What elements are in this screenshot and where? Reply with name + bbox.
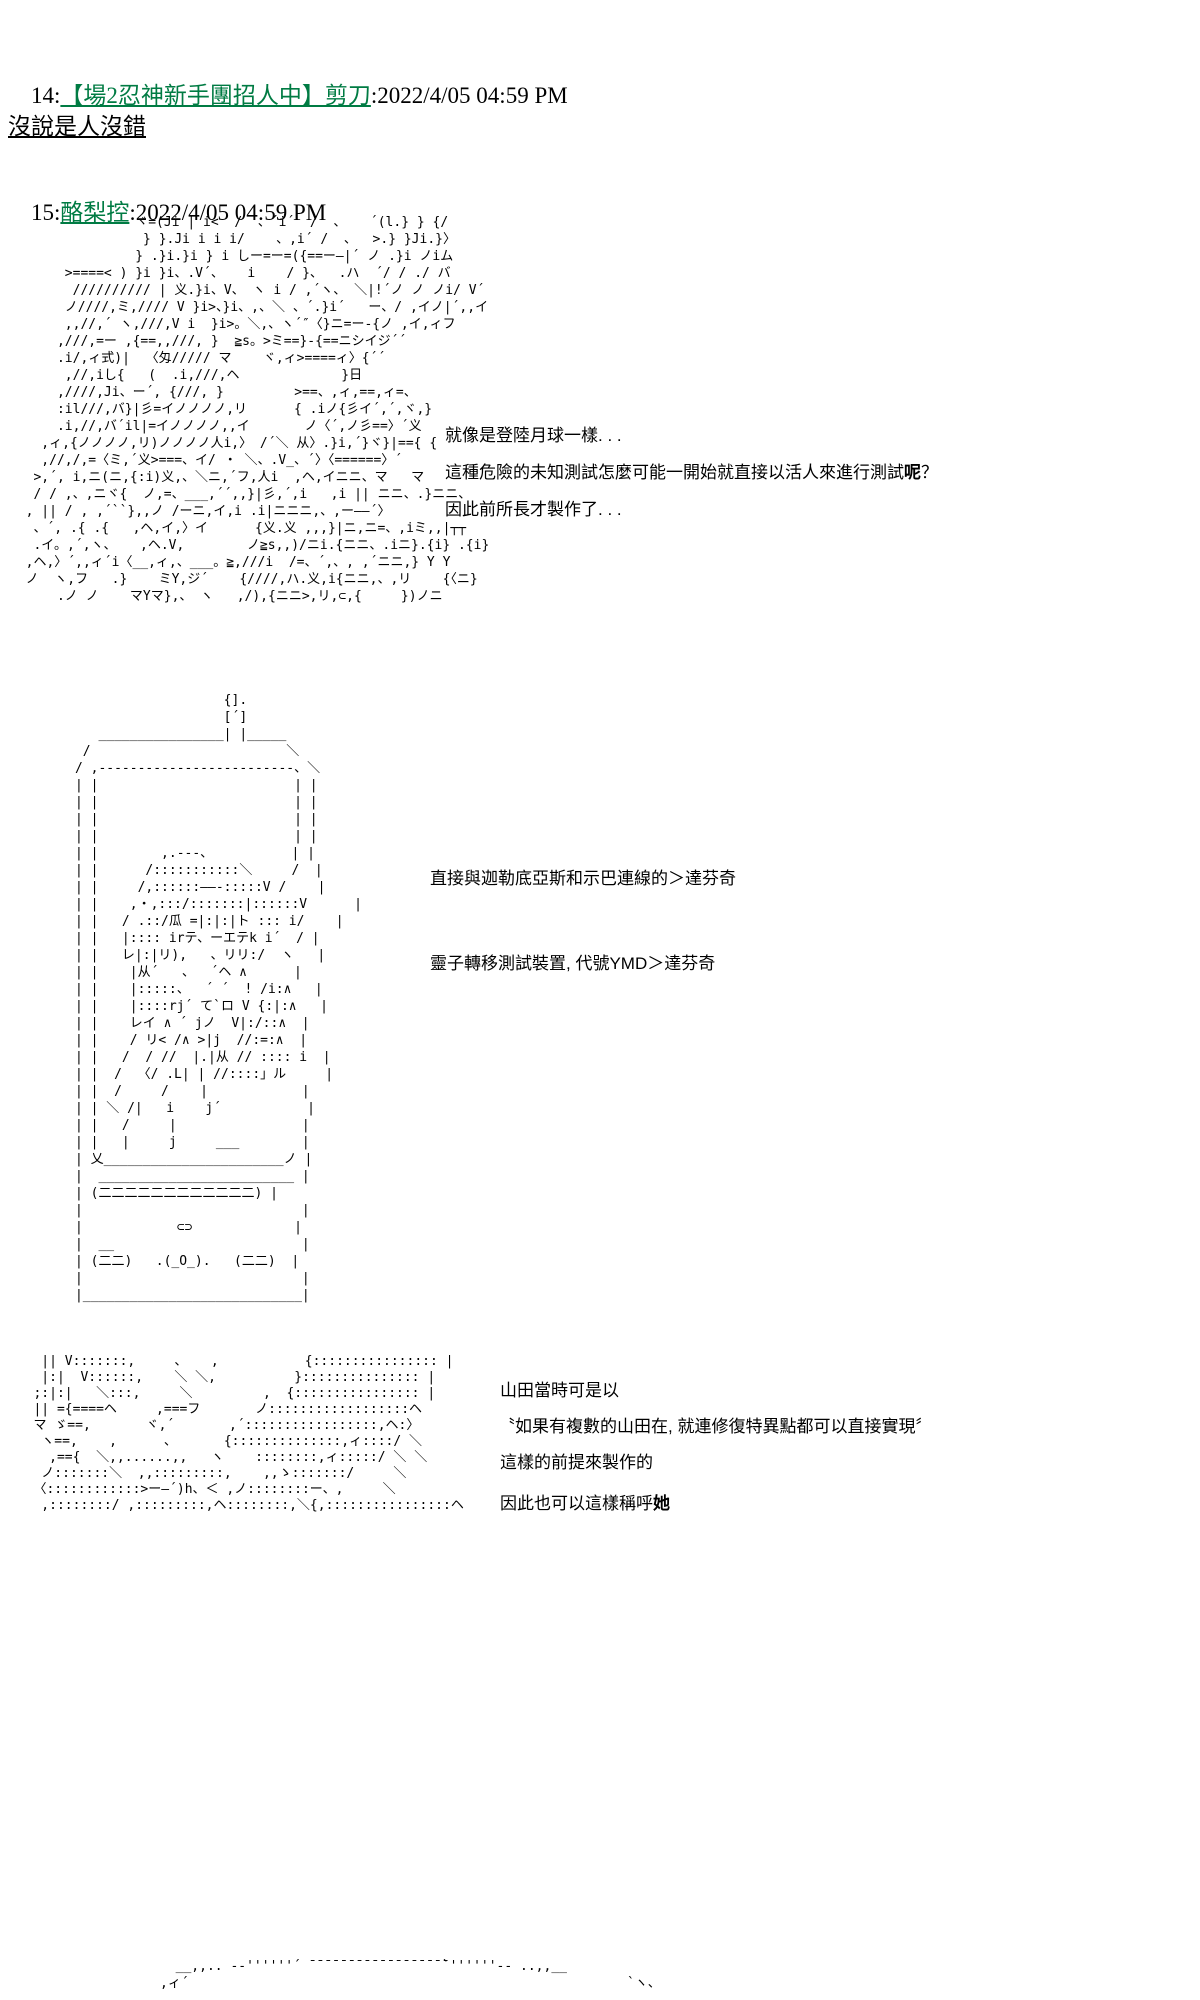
post-header-14: 14:【場2忍神新手團招人中】剪刀:2022/4/05 04:59 PM	[8, 50, 568, 136]
dialogue-text: 因此也可以這樣稱呼	[500, 1494, 653, 1513]
dialogue-line: 〝如果有複數的山田在, 就連修復特異點都可以直接實現〞	[498, 1417, 933, 1436]
poster-name-link[interactable]: 【場2忍神新手團招人中】剪刀	[60, 83, 371, 108]
dialogue-line: 這樣的前提來製作的	[500, 1453, 653, 1472]
dialogue-line: 就像是登陸月球一樣. . .	[445, 426, 622, 445]
dialogue-text: ？	[921, 463, 938, 482]
dialogue-line: 直接與迦勒底亞斯和示巴連線的＞達芬奇	[430, 869, 736, 888]
post-timestamp: :2022/4/05 04:59 PM	[129, 200, 327, 225]
dialogue-line: 因此前所長才製作了. . .	[445, 500, 622, 519]
ascii-art-phone-device: {]. [´] ________________| |_____ / ＼ / ,…	[74, 693, 362, 1303]
poster-name-link[interactable]: 酪梨控	[60, 200, 130, 225]
ascii-art-character: ヾ=(Ji | i< / 、´i´ / 、 ´(l.} } {/ } }.Ji …	[25, 215, 490, 604]
dialogue-line: 山田當時可是以	[500, 1381, 619, 1400]
post-header-15: 15:酪梨控:2022/4/05 04:59 PM	[8, 167, 326, 253]
dialogue-line: 因此也可以這樣稱呼她	[500, 1489, 670, 1514]
post-number: 15:	[31, 200, 61, 225]
dialogue-bold-text: 她	[653, 1494, 670, 1513]
ascii-art-character-2: || V:::::::, 、 , {:::::::::::::::: | |:|…	[33, 1354, 464, 1513]
dialogue-line: 這種危險的未知測試怎麼可能一開始就直接以活人來進行測試呢？	[445, 458, 938, 483]
dialogue-line: 靈子轉移測試裝置, 代號YMD＞達芬奇	[430, 954, 716, 973]
post-timestamp: :2022/4/05 04:59 PM	[370, 83, 568, 108]
post-number: 14:	[31, 83, 61, 108]
post-body-14: 沒說是人沒錯	[8, 114, 146, 139]
ascii-art-speech-bubble-partial: __,,.. -‐''''''´ ̄ ̄ ̄ ̄ ̄ ̄ ̄ ̄ ̄ ̄ ̄ ̄…	[160, 1959, 661, 1991]
dialogue-bold-text: 呢	[904, 463, 921, 482]
dialogue-text: 這種危險的未知測試怎麼可能一開始就直接以活人來進行測試	[445, 463, 904, 482]
